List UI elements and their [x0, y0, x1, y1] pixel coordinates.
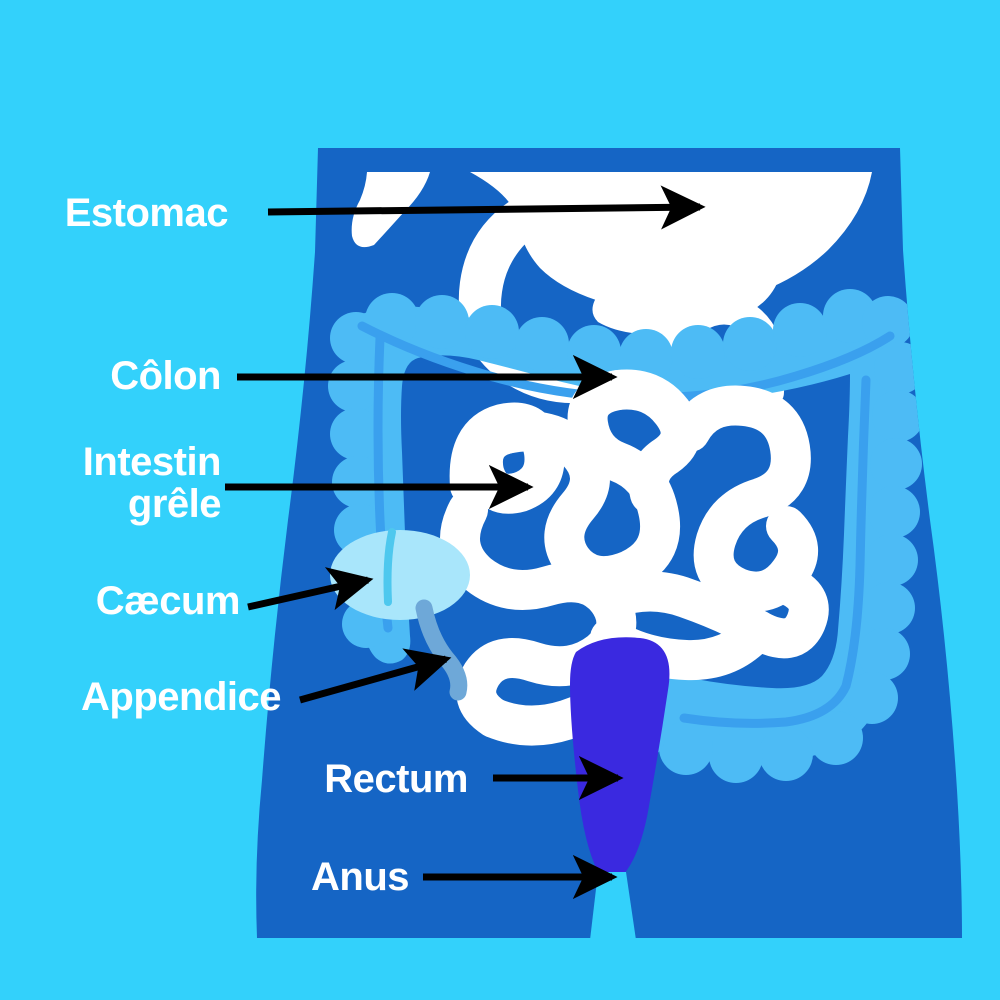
label-appendice: Appendice [81, 675, 281, 719]
label-colon: Côlon [110, 354, 221, 398]
label-intestin-grele: Intestin grêle [82, 440, 222, 526]
leader-arrow-caecum [247, 567, 374, 611]
label-rectum: Rectum [324, 757, 468, 801]
leader-arrow-appendice [299, 648, 452, 704]
caecum-shape [330, 528, 470, 620]
leader-lines-group [225, 185, 706, 900]
label-anus: Anus [311, 855, 410, 899]
label-estomac: Estomac [64, 191, 229, 235]
leader-arrow-estomac [267, 185, 706, 230]
label-caecum: Cæcum [95, 579, 241, 623]
